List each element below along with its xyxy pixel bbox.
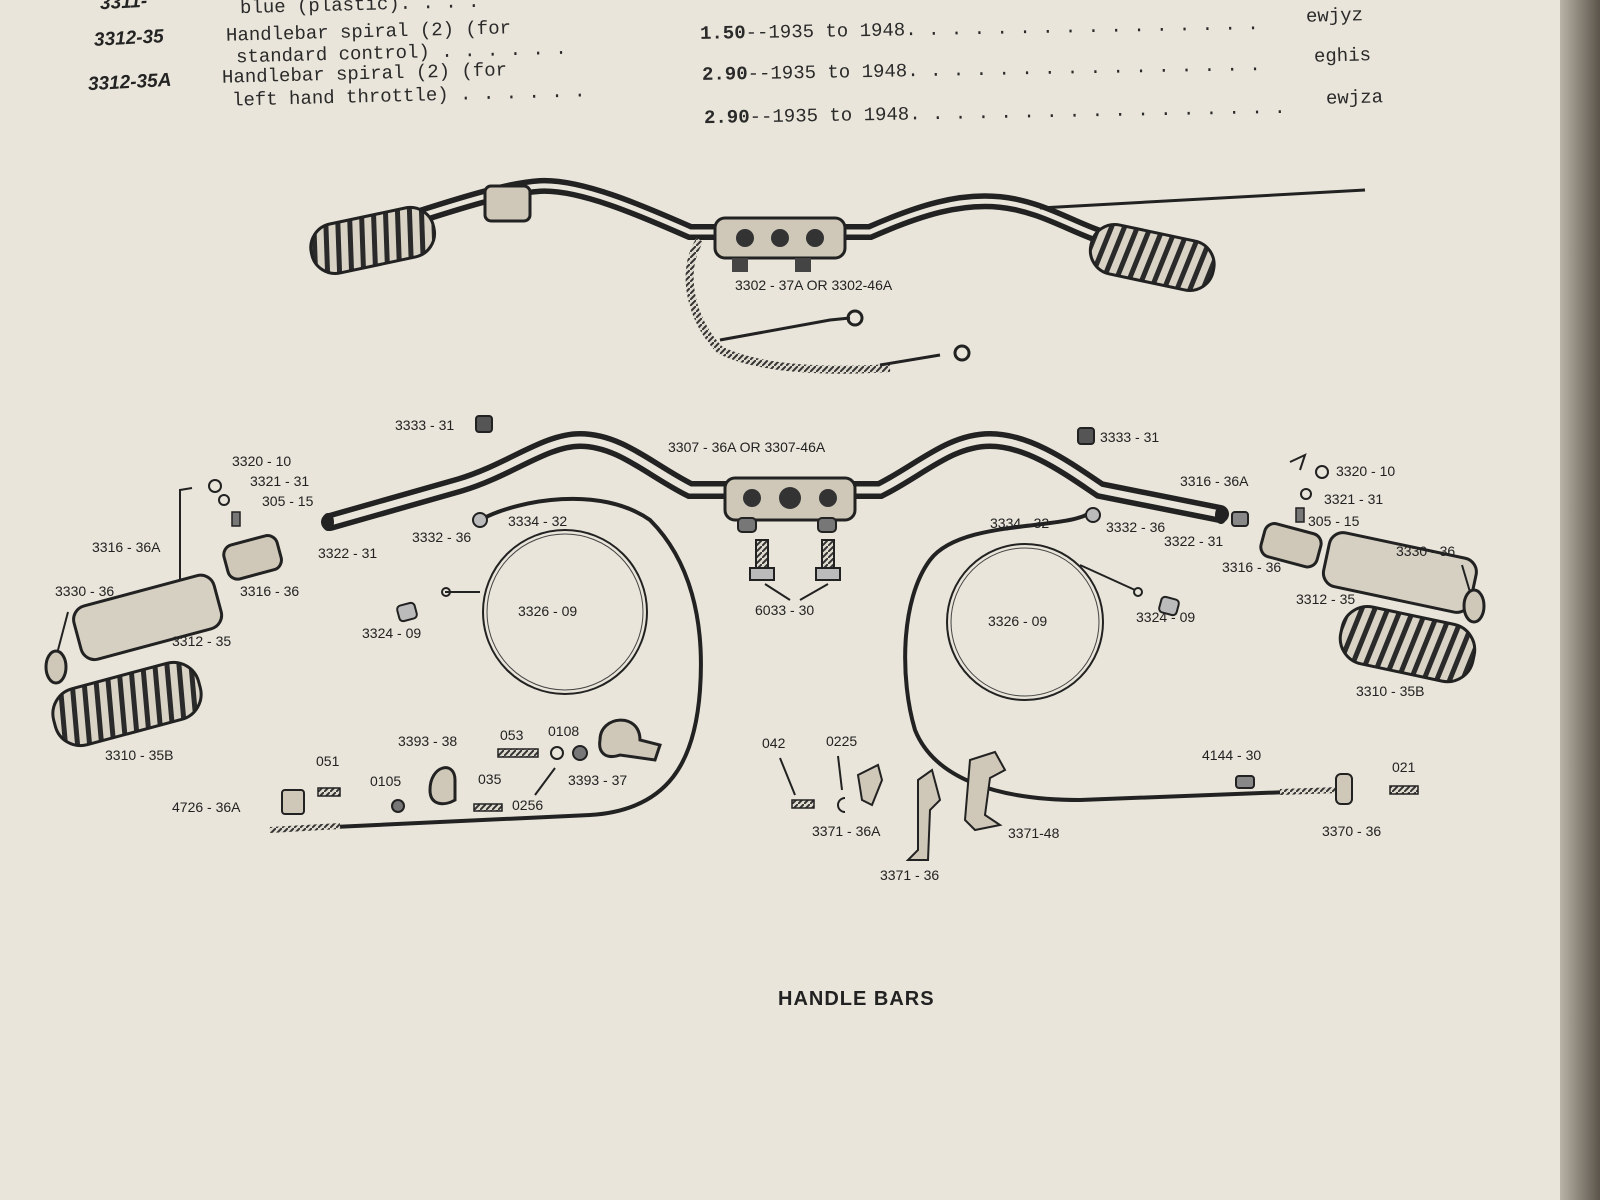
label-upper-clamp: 3302 - 37A OR 3302-46A — [735, 277, 893, 293]
label-housing-a-right: 3316 - 36A — [1180, 473, 1249, 489]
label-casing-left: 3334 - 32 — [508, 513, 567, 529]
upper-right-grip — [1088, 223, 1216, 292]
label-set-right-0: 3320 - 10 — [1336, 463, 1395, 479]
bolt-right — [821, 539, 835, 571]
figure-caption: HANDLE BARS — [778, 988, 935, 1010]
label-053: 053 — [500, 727, 524, 743]
label-cap-left: 3330 - 36 — [55, 583, 114, 599]
label-wire-left: 3326 - 09 — [518, 603, 577, 619]
grip-left — [51, 660, 203, 748]
label-021: 021 — [1392, 759, 1416, 775]
handlebar-diagram: 3302 - 37A OR 3302-46A 3307 - 36A OR 330… — [44, 177, 1486, 883]
label-3371: 3371 - 36 — [880, 867, 939, 883]
label-0225: 0225 — [826, 733, 857, 749]
label-clip-b: 3393 - 37 — [568, 772, 627, 788]
catalog-page: 3311- blue (plastic). . . . 3312-35 Hand… — [0, 0, 1560, 1200]
spiral-sleeve-right — [1321, 531, 1478, 614]
label-set-left-0: 3320 - 10 — [232, 453, 291, 469]
wire-coil-left — [482, 529, 648, 695]
left-grip-parts: 3320 - 10 3321 - 31 305 - 15 3316 - 36A … — [44, 453, 377, 763]
upper-handlebar-assembly: 3302 - 37A OR 3302-46A — [309, 177, 1366, 374]
label-plug-right: 3333 - 31 — [1100, 429, 1159, 445]
label-block-right: 3324 - 09 — [1136, 609, 1195, 625]
label-051: 051 — [316, 753, 340, 769]
label-bolts: 6033 - 30 — [755, 602, 814, 618]
label-casing-right: 3334 - 32 — [990, 515, 1049, 531]
bar-plug-left — [475, 415, 493, 433]
label-spiral-right: 3312 - 35 — [1296, 591, 1355, 607]
label-main-clamp: 3307 - 36A OR 3307-46A — [668, 439, 826, 455]
label-3371a: 3371 - 36A — [812, 823, 881, 839]
bolt-left — [755, 539, 769, 571]
label-clip-a: 3393 - 38 — [398, 733, 457, 749]
label-tube-end-left: 3322 - 31 — [318, 545, 377, 561]
left-hardware: 3393 - 38 053 0108 3393 - 37 051 0105 03… — [172, 718, 662, 815]
label-035: 035 — [478, 771, 502, 787]
upper-switch-housing — [483, 184, 532, 223]
label-block-left: 3324 - 09 — [362, 625, 421, 641]
label-spiral-left: 3312 - 35 — [172, 633, 231, 649]
label-set-right-1: 3321 - 31 — [1324, 491, 1383, 507]
main-handlebar-assembly: 3307 - 36A OR 3307-46A 3333 - 31 3333 - … — [44, 415, 1486, 883]
wire-coil-right — [946, 543, 1104, 701]
end-cap-left — [44, 649, 68, 685]
label-set-left-1: 3321 - 31 — [250, 473, 309, 489]
label-cap-right: 3330 - 36 — [1396, 543, 1455, 559]
label-ferrule-right: 3332 - 36 — [1106, 519, 1165, 535]
spiral-sleeve-left — [72, 573, 224, 662]
label-3370: 3370 - 36 — [1322, 823, 1381, 839]
right-grip-parts: 3320 - 10 3321 - 31 305 - 15 3316 - 36A … — [1164, 453, 1486, 699]
upper-left-grip — [309, 205, 437, 275]
label-337148: 3371-48 — [1008, 825, 1060, 841]
label-0256: 0256 — [512, 797, 543, 813]
throttle-housing-left — [222, 534, 283, 581]
label-housing-right: 3316 - 36 — [1222, 559, 1281, 575]
grip-right — [1338, 605, 1477, 684]
label-4726: 4726 - 36A — [172, 799, 241, 815]
label-grip-right: 3310 - 35B — [1356, 683, 1425, 699]
bar-plug-right — [1077, 427, 1095, 445]
label-housing-a-left: 3316 - 36A — [92, 539, 161, 555]
label-042: 042 — [762, 735, 786, 751]
label-4144: 4144 - 30 — [1202, 747, 1261, 763]
label-0105: 0105 — [370, 773, 401, 789]
label-0108: 0108 — [548, 723, 579, 739]
label-set-left-2: 305 - 15 — [262, 493, 314, 509]
upper-throttle-cable — [1039, 188, 1366, 210]
center-hardware: 042 0225 3371 - 36A 3371 - 36 3371-48 41… — [762, 733, 1419, 883]
label-housing-left: 3316 - 36 — [240, 583, 299, 599]
end-cap-right — [1462, 588, 1486, 624]
label-set-right-2: 305 - 15 — [1308, 513, 1360, 529]
cable-casing-left — [269, 496, 703, 832]
label-plug-left: 3333 - 31 — [395, 417, 454, 433]
throttle-housing-right — [1259, 522, 1323, 569]
book-spine — [1560, 0, 1600, 1200]
label-grip-left: 3310 - 35B — [105, 747, 174, 763]
upper-wiring-harness — [685, 237, 891, 374]
label-wire-right: 3326 - 09 — [988, 613, 1047, 629]
label-tube-end-right: 3322 - 31 — [1164, 533, 1223, 549]
label-ferrule-left: 3332 - 36 — [412, 529, 471, 545]
